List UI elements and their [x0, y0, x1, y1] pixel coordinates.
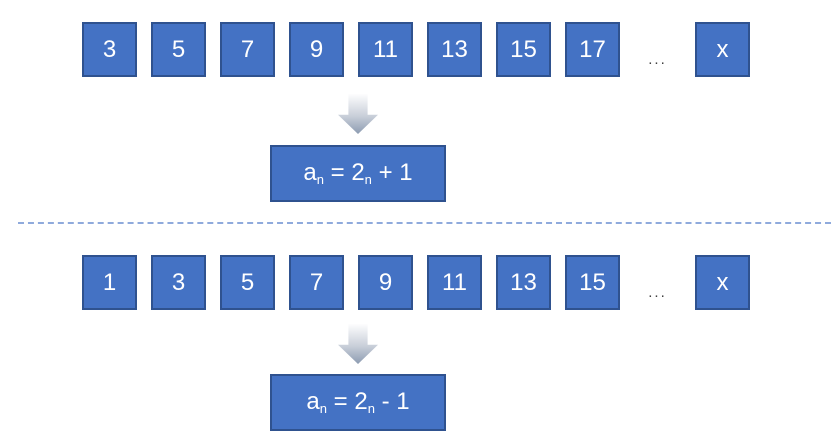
sequence-square: 11 — [358, 22, 413, 77]
sequence-ellipsis: ... — [634, 22, 681, 77]
sequence-square: 7 — [220, 22, 275, 77]
sequence-square: 9 — [358, 255, 413, 310]
sequence-square: 15 — [565, 255, 620, 310]
sequence-square: 3 — [151, 255, 206, 310]
sequence-square: 5 — [151, 22, 206, 77]
ellipsis-text: ... — [648, 51, 667, 68]
formula-text: an = 2n - 1 — [306, 388, 410, 416]
sequence-square: 13 — [427, 22, 482, 77]
sequence-square: 15 — [496, 22, 551, 77]
sequence-square: 13 — [496, 255, 551, 310]
down-arrow-icon — [338, 324, 378, 364]
sequence-square: 1 — [82, 255, 137, 310]
formula-box-top: an = 2n + 1 — [270, 145, 446, 202]
sequence-square: 3 — [82, 22, 137, 77]
ellipsis-text: ... — [648, 284, 667, 301]
formula-box-bottom: an = 2n - 1 — [270, 374, 446, 431]
sequence-square: 9 — [289, 22, 344, 77]
sequence-square: 17 — [565, 22, 620, 77]
sequence-square-x: x — [695, 22, 750, 77]
down-arrow-icon — [338, 94, 378, 134]
sequence-ellipsis: ... — [634, 255, 681, 310]
sequence-square: 5 — [220, 255, 275, 310]
sequence-square-x: x — [695, 255, 750, 310]
sequence-square: 7 — [289, 255, 344, 310]
formula-text: an = 2n + 1 — [303, 159, 413, 187]
top-sequence-row: 3 5 7 9 11 13 15 17 ... x — [0, 22, 831, 77]
sequence-square: 11 — [427, 255, 482, 310]
bottom-sequence-row: 1 3 5 7 9 11 13 15 ... x — [0, 255, 831, 310]
dashed-separator-line — [18, 222, 831, 224]
